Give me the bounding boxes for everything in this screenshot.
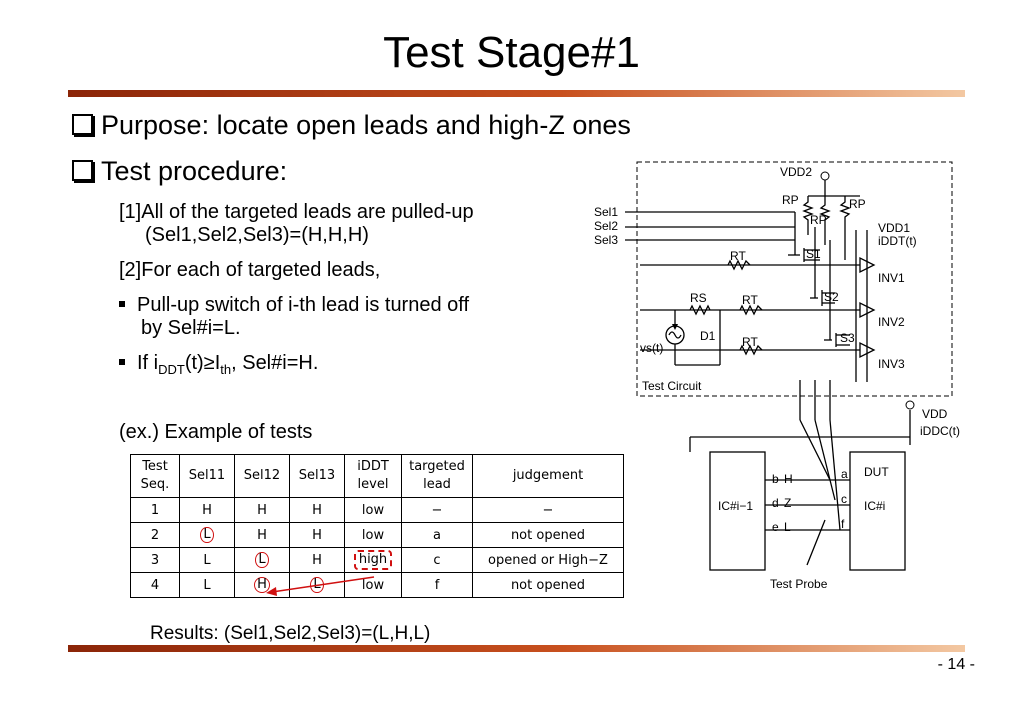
square-bullet-icon xyxy=(119,359,125,365)
pin-c-label: c xyxy=(841,492,847,506)
rp-label: RP xyxy=(849,197,866,211)
lead-h-label: H xyxy=(784,472,793,486)
header-cell: judgement xyxy=(472,454,624,498)
pin-b-label: b xyxy=(772,472,779,486)
d1-label: D1 xyxy=(700,329,716,343)
square-bullet-icon xyxy=(119,301,125,307)
rs-label: RS xyxy=(690,291,707,305)
rt-label: RT xyxy=(730,249,746,263)
bullet-purpose: Purpose: locate open leads and high-Z on… xyxy=(72,110,631,141)
step1-line2: (Sel1,Sel2,Sel3)=(H,H,H) xyxy=(145,224,369,246)
sel3-label: Sel3 xyxy=(594,233,618,247)
results-label: Results: (Sel1,Sel2,Sel3)=(L,H,L) xyxy=(150,623,431,644)
ic-prev-label: IC#i−1 xyxy=(718,499,753,513)
bottom-rule xyxy=(68,645,965,652)
red-circle-mark: L xyxy=(200,527,214,543)
lead-l-label: L xyxy=(784,520,791,534)
step1-line1: [1]All of the targeted leads are pulled-… xyxy=(119,201,474,223)
red-circle-mark: H xyxy=(254,577,270,593)
vdd1-label: VDD1 xyxy=(878,221,910,235)
lead-z-label: Z xyxy=(784,496,791,510)
iddc-label: iDDC(t) xyxy=(920,424,960,438)
inv3-label: INV3 xyxy=(878,357,905,371)
pin-a-label: a xyxy=(841,467,848,481)
test-probe-label: Test Probe xyxy=(770,577,828,591)
red-arrowhead xyxy=(266,587,277,596)
vs-label: vs(t) xyxy=(640,341,663,355)
pin-f-label: f xyxy=(841,517,845,531)
rt-label: RT xyxy=(742,335,758,349)
inv1-label: INV1 xyxy=(878,271,905,285)
rt-label: RT xyxy=(742,293,758,307)
top-rule xyxy=(68,90,965,97)
test-circuit-box xyxy=(636,161,953,397)
circuit-diagram: VDD2 RP RP RP VDD1 iDDT(t) Sel1 Sel2 Sel… xyxy=(594,161,960,591)
iddt-label: iDDT(t) xyxy=(878,234,917,248)
example-label: (ex.) Example of tests xyxy=(119,421,313,443)
ic-i-label: IC#i xyxy=(864,499,885,513)
sub-bullet-1-cont: by Sel#i=L. xyxy=(141,317,241,339)
sub-bullet-2: If iDDT(t)≥Ith, Sel#i=H. xyxy=(119,352,318,381)
header-cell: Sel13 xyxy=(289,454,345,498)
rp-label: RP xyxy=(810,213,827,227)
page-number: - 14 - xyxy=(937,656,975,673)
dashed-highlight: high xyxy=(353,550,393,570)
s1-label: S1 xyxy=(806,247,821,261)
slide-title: Test Stage#1 xyxy=(383,28,640,77)
checkbox-bullet-icon xyxy=(72,160,93,181)
sel1-label: Sel1 xyxy=(594,205,618,219)
sel2-label: Sel2 xyxy=(594,219,618,233)
vdd-label: VDD xyxy=(922,407,948,421)
test-circuit-label: Test Circuit xyxy=(642,379,702,393)
bullet-procedure: Test procedure: xyxy=(72,156,287,187)
s2-label: S2 xyxy=(824,290,839,304)
pin-d-label: d xyxy=(772,496,779,510)
s3-label: S3 xyxy=(840,331,855,345)
pin-e-label: e xyxy=(772,520,779,534)
rp-label: RP xyxy=(782,193,799,207)
sub-bullet-1: Pull-up switch of i-th lead is turned of… xyxy=(119,294,469,317)
inv2-label: INV2 xyxy=(878,315,905,329)
dut-label: DUT xyxy=(864,465,889,479)
red-arrow xyxy=(271,576,375,593)
vdd2-label: VDD2 xyxy=(780,165,812,179)
step2: [2]For each of targeted leads, xyxy=(119,259,381,281)
red-circle-mark: L xyxy=(255,552,269,568)
checkbox-bullet-icon xyxy=(72,114,93,135)
header-cell: Sel12 xyxy=(234,454,290,498)
